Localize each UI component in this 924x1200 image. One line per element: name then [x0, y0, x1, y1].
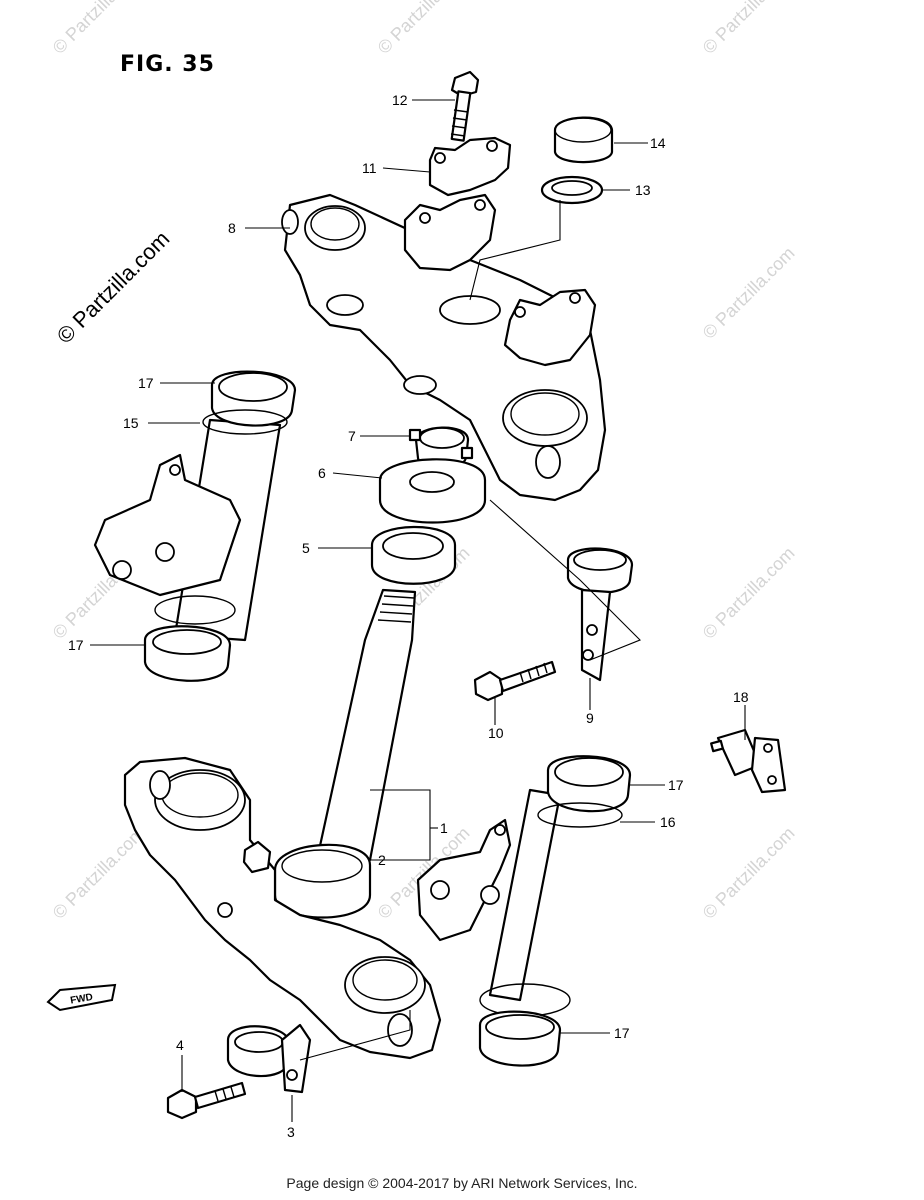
- watermark: © Partzilla.com: [374, 0, 474, 58]
- clamp-part-9: [566, 547, 634, 682]
- callout-labels: 12 11 14 13 8 17 15 7 6 5 17 10 9 18 17 …: [68, 92, 749, 1140]
- washer-part-6: [378, 458, 487, 524]
- callout-3: 3: [287, 1124, 295, 1140]
- clamp-part-3: [226, 1023, 312, 1094]
- callout-7: 7: [348, 428, 356, 444]
- callout-17: 17: [68, 637, 84, 653]
- callout-12: 12: [392, 92, 408, 108]
- callout-17: 17: [614, 1025, 630, 1041]
- watermark: © Partzilla.com: [699, 543, 799, 643]
- callout-15: 15: [123, 415, 139, 431]
- watermark: © Partzilla.com: [699, 243, 799, 343]
- callout-1: 1: [440, 820, 448, 836]
- lower-bracket: [123, 756, 442, 1060]
- callout-13: 13: [635, 182, 651, 198]
- callout-6: 6: [318, 465, 326, 481]
- figure-title: FIG. 35: [120, 52, 215, 77]
- upper-bracket-part-8: [281, 193, 607, 502]
- callout-5: 5: [302, 540, 310, 556]
- headlight-bracket-part-16: [416, 755, 632, 1067]
- watermark-main: © Partzilla.com: [52, 226, 175, 349]
- callout-17: 17: [668, 777, 684, 793]
- watermark: © Partzilla.com: [49, 823, 149, 923]
- callout-18: 18: [733, 689, 749, 705]
- washer-part-13: [540, 175, 604, 205]
- callout-9: 9: [586, 710, 594, 726]
- watermark: © Partzilla.com: [49, 0, 149, 58]
- bearing-part-5: [370, 525, 457, 585]
- bolt-part-12: [450, 70, 480, 142]
- callout-16: 16: [660, 814, 676, 830]
- watermark: © Partzilla.com: [699, 0, 799, 58]
- leader-lines: [90, 99, 746, 1122]
- bolt-part-4: [166, 1081, 247, 1120]
- fwd-label: FWD: [69, 992, 93, 1007]
- watermark: © Partzilla.com: [699, 823, 799, 923]
- headlight-bracket-part-15: [93, 370, 297, 682]
- footer-copyright: Page design © 2004-2017 by ARI Network S…: [286, 1175, 638, 1191]
- callout-8: 8: [228, 220, 236, 236]
- callout-2: 2: [378, 852, 386, 868]
- cap-part-14: [553, 116, 614, 164]
- callout-10: 10: [488, 725, 504, 741]
- callout-4: 4: [176, 1037, 184, 1053]
- fwd-arrow-icon: FWD: [46, 983, 117, 1012]
- switch-part-18: [710, 728, 787, 794]
- steering-stem-part-1: [273, 588, 417, 919]
- bolt-part-10: [473, 660, 557, 702]
- holder-cap-part-11: [428, 136, 512, 197]
- callout-14: 14: [650, 135, 666, 151]
- callout-17: 17: [138, 375, 154, 391]
- callout-11: 11: [362, 160, 377, 176]
